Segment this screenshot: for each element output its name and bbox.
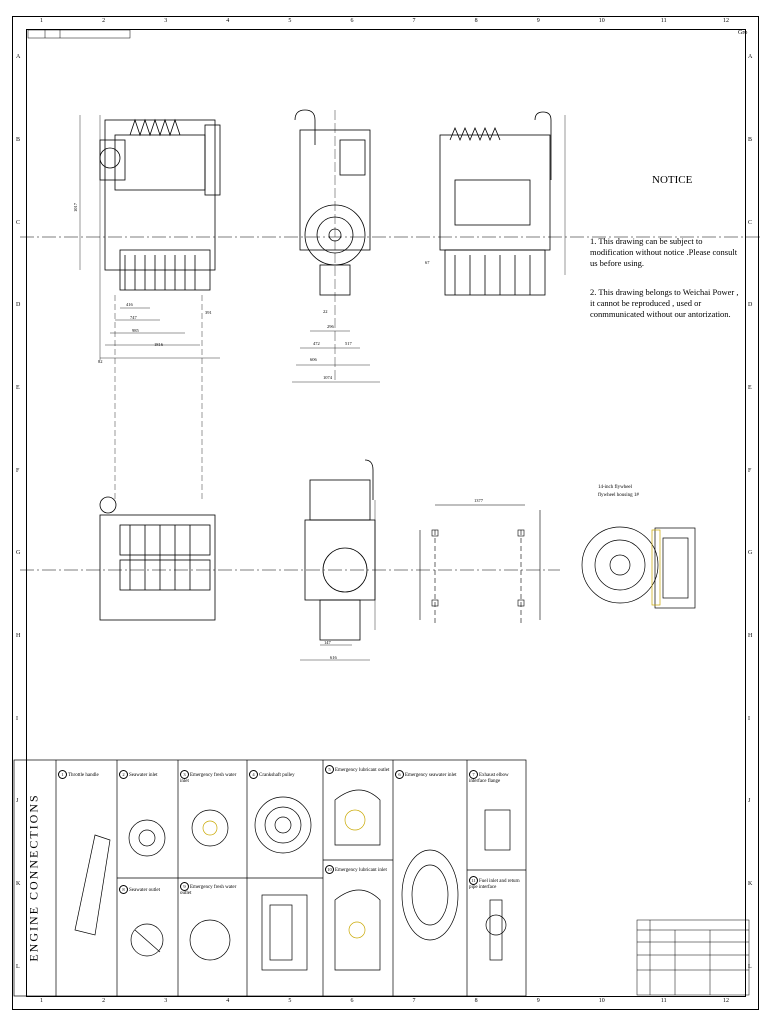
- dim-rear-67: 67: [425, 260, 430, 265]
- column-number-bottom-12: 12: [722, 998, 729, 1004]
- row-letter-right-E: E: [748, 385, 752, 391]
- row-letter-left-D: D: [16, 302, 21, 309]
- row-letter-left-J: J: [16, 798, 19, 805]
- notice-paragraph-2: 2. This drawing belongs to Weichai Power…: [590, 287, 739, 319]
- dim-lower-1377: 1377: [474, 498, 483, 503]
- engine-top-view: [20, 295, 560, 621]
- row-letter-right-F: F: [748, 467, 752, 474]
- row-letter-right-C: C: [748, 219, 753, 226]
- row-letter-left-L: L: [16, 963, 20, 970]
- mounting-holes-view: [419, 504, 541, 625]
- column-number-top-2: 2: [102, 18, 106, 24]
- column-number-top-3: 3: [164, 18, 168, 24]
- corner-label: Gro: [738, 30, 748, 36]
- notice-title: NOTICE: [652, 174, 693, 186]
- row-letter-right-H: H: [748, 633, 753, 639]
- column-number-top-5: 5: [288, 18, 292, 24]
- drawing-inner-border: [26, 29, 746, 997]
- column-number-bottom-5: 5: [288, 998, 292, 1004]
- column-number-bottom-10: 10: [598, 998, 605, 1004]
- row-letter-left-H: H: [16, 633, 21, 639]
- column-number-top-7: 7: [412, 18, 416, 24]
- row-letter-right-I: I: [748, 715, 750, 722]
- row-letter-left-C: C: [16, 219, 21, 226]
- dim-front-416: 416: [126, 302, 133, 307]
- dim-side-22: 22: [323, 309, 328, 314]
- notice-paragraph-1: 1. This drawing can be subject to modifi…: [590, 236, 738, 268]
- throttle-handle-sketch: [74, 834, 111, 936]
- flywheel-label-2: flywheel housing 1#: [598, 493, 639, 498]
- row-letter-left-F: F: [16, 467, 20, 474]
- column-number-top-8: 8: [474, 18, 478, 24]
- engine-front-view: [20, 115, 760, 360]
- dim-side-517: 517: [345, 341, 352, 346]
- column-number-top-10: 10: [598, 18, 605, 24]
- column-number-bottom-6: 6: [350, 998, 354, 1004]
- engine-front-lower-view: [300, 459, 376, 661]
- dim-side-296: 296: [327, 324, 334, 329]
- column-number-top-6: 6: [350, 18, 354, 24]
- column-number-top-1: 1: [40, 18, 44, 24]
- column-number-top-11: 11: [660, 18, 667, 24]
- dim-side-606: 606: [310, 357, 317, 362]
- row-letter-left-K: K: [16, 881, 21, 887]
- row-letter-left-G: G: [16, 550, 21, 557]
- row-letter-right-L: L: [748, 963, 752, 970]
- dim-front-82: 82: [98, 359, 103, 364]
- column-number-bottom-3: 3: [164, 998, 168, 1004]
- column-number-top-4: 4: [226, 18, 230, 24]
- flywheel-housing-view: [581, 526, 696, 609]
- column-number-bottom-7: 7: [412, 998, 416, 1004]
- column-number-bottom-4: 4: [226, 998, 230, 1004]
- row-letter-left-B: B: [16, 137, 21, 143]
- dim-front-747: 747: [130, 315, 137, 320]
- dim-front-1816: 1816: [154, 342, 163, 347]
- title-block: [636, 919, 750, 996]
- drawing-frame: [12, 16, 759, 1010]
- row-letter-right-K: K: [748, 881, 753, 887]
- dim-lower-147: 147: [324, 640, 331, 645]
- connections-table: [13, 759, 527, 997]
- dim-side-1074: 1074: [323, 375, 332, 380]
- column-number-bottom-8: 8: [474, 998, 478, 1004]
- engine-side-view: [292, 109, 380, 383]
- dim-front-985: 985: [132, 328, 139, 333]
- flywheel-label-1: 14-inch flywheel: [598, 485, 633, 490]
- column-number-bottom-11: 11: [660, 998, 667, 1004]
- row-letter-right-D: D: [748, 302, 753, 309]
- engine-rear-view: [439, 111, 566, 296]
- column-number-bottom-9: 9: [536, 998, 540, 1004]
- dim-lower-616: 616: [330, 655, 337, 660]
- row-letter-right-B: B: [748, 137, 753, 143]
- row-letter-left-I: I: [16, 715, 18, 722]
- connections-title: ENGINE CONNECTIONS: [26, 793, 41, 962]
- dim-front-391: 391: [205, 310, 212, 315]
- notice-block: NOTICE 1. This drawing can be subject to…: [590, 175, 740, 338]
- column-number-top-12: 12: [722, 18, 729, 24]
- column-number-top-9: 9: [536, 18, 540, 24]
- row-letter-right-J: J: [748, 798, 751, 805]
- row-letter-right-A: A: [748, 54, 753, 61]
- connections-title-cell: ENGINE CONNECTIONS: [14, 790, 60, 990]
- row-letter-left-E: E: [16, 385, 20, 391]
- row-letter-left-A: A: [16, 54, 21, 61]
- column-number-bottom-2: 2: [102, 998, 106, 1004]
- dim-front-1017: 1017: [73, 203, 78, 212]
- column-number-bottom-1: 1: [40, 998, 44, 1004]
- row-letter-right-G: G: [748, 550, 753, 557]
- dim-side-472: 472: [313, 341, 320, 346]
